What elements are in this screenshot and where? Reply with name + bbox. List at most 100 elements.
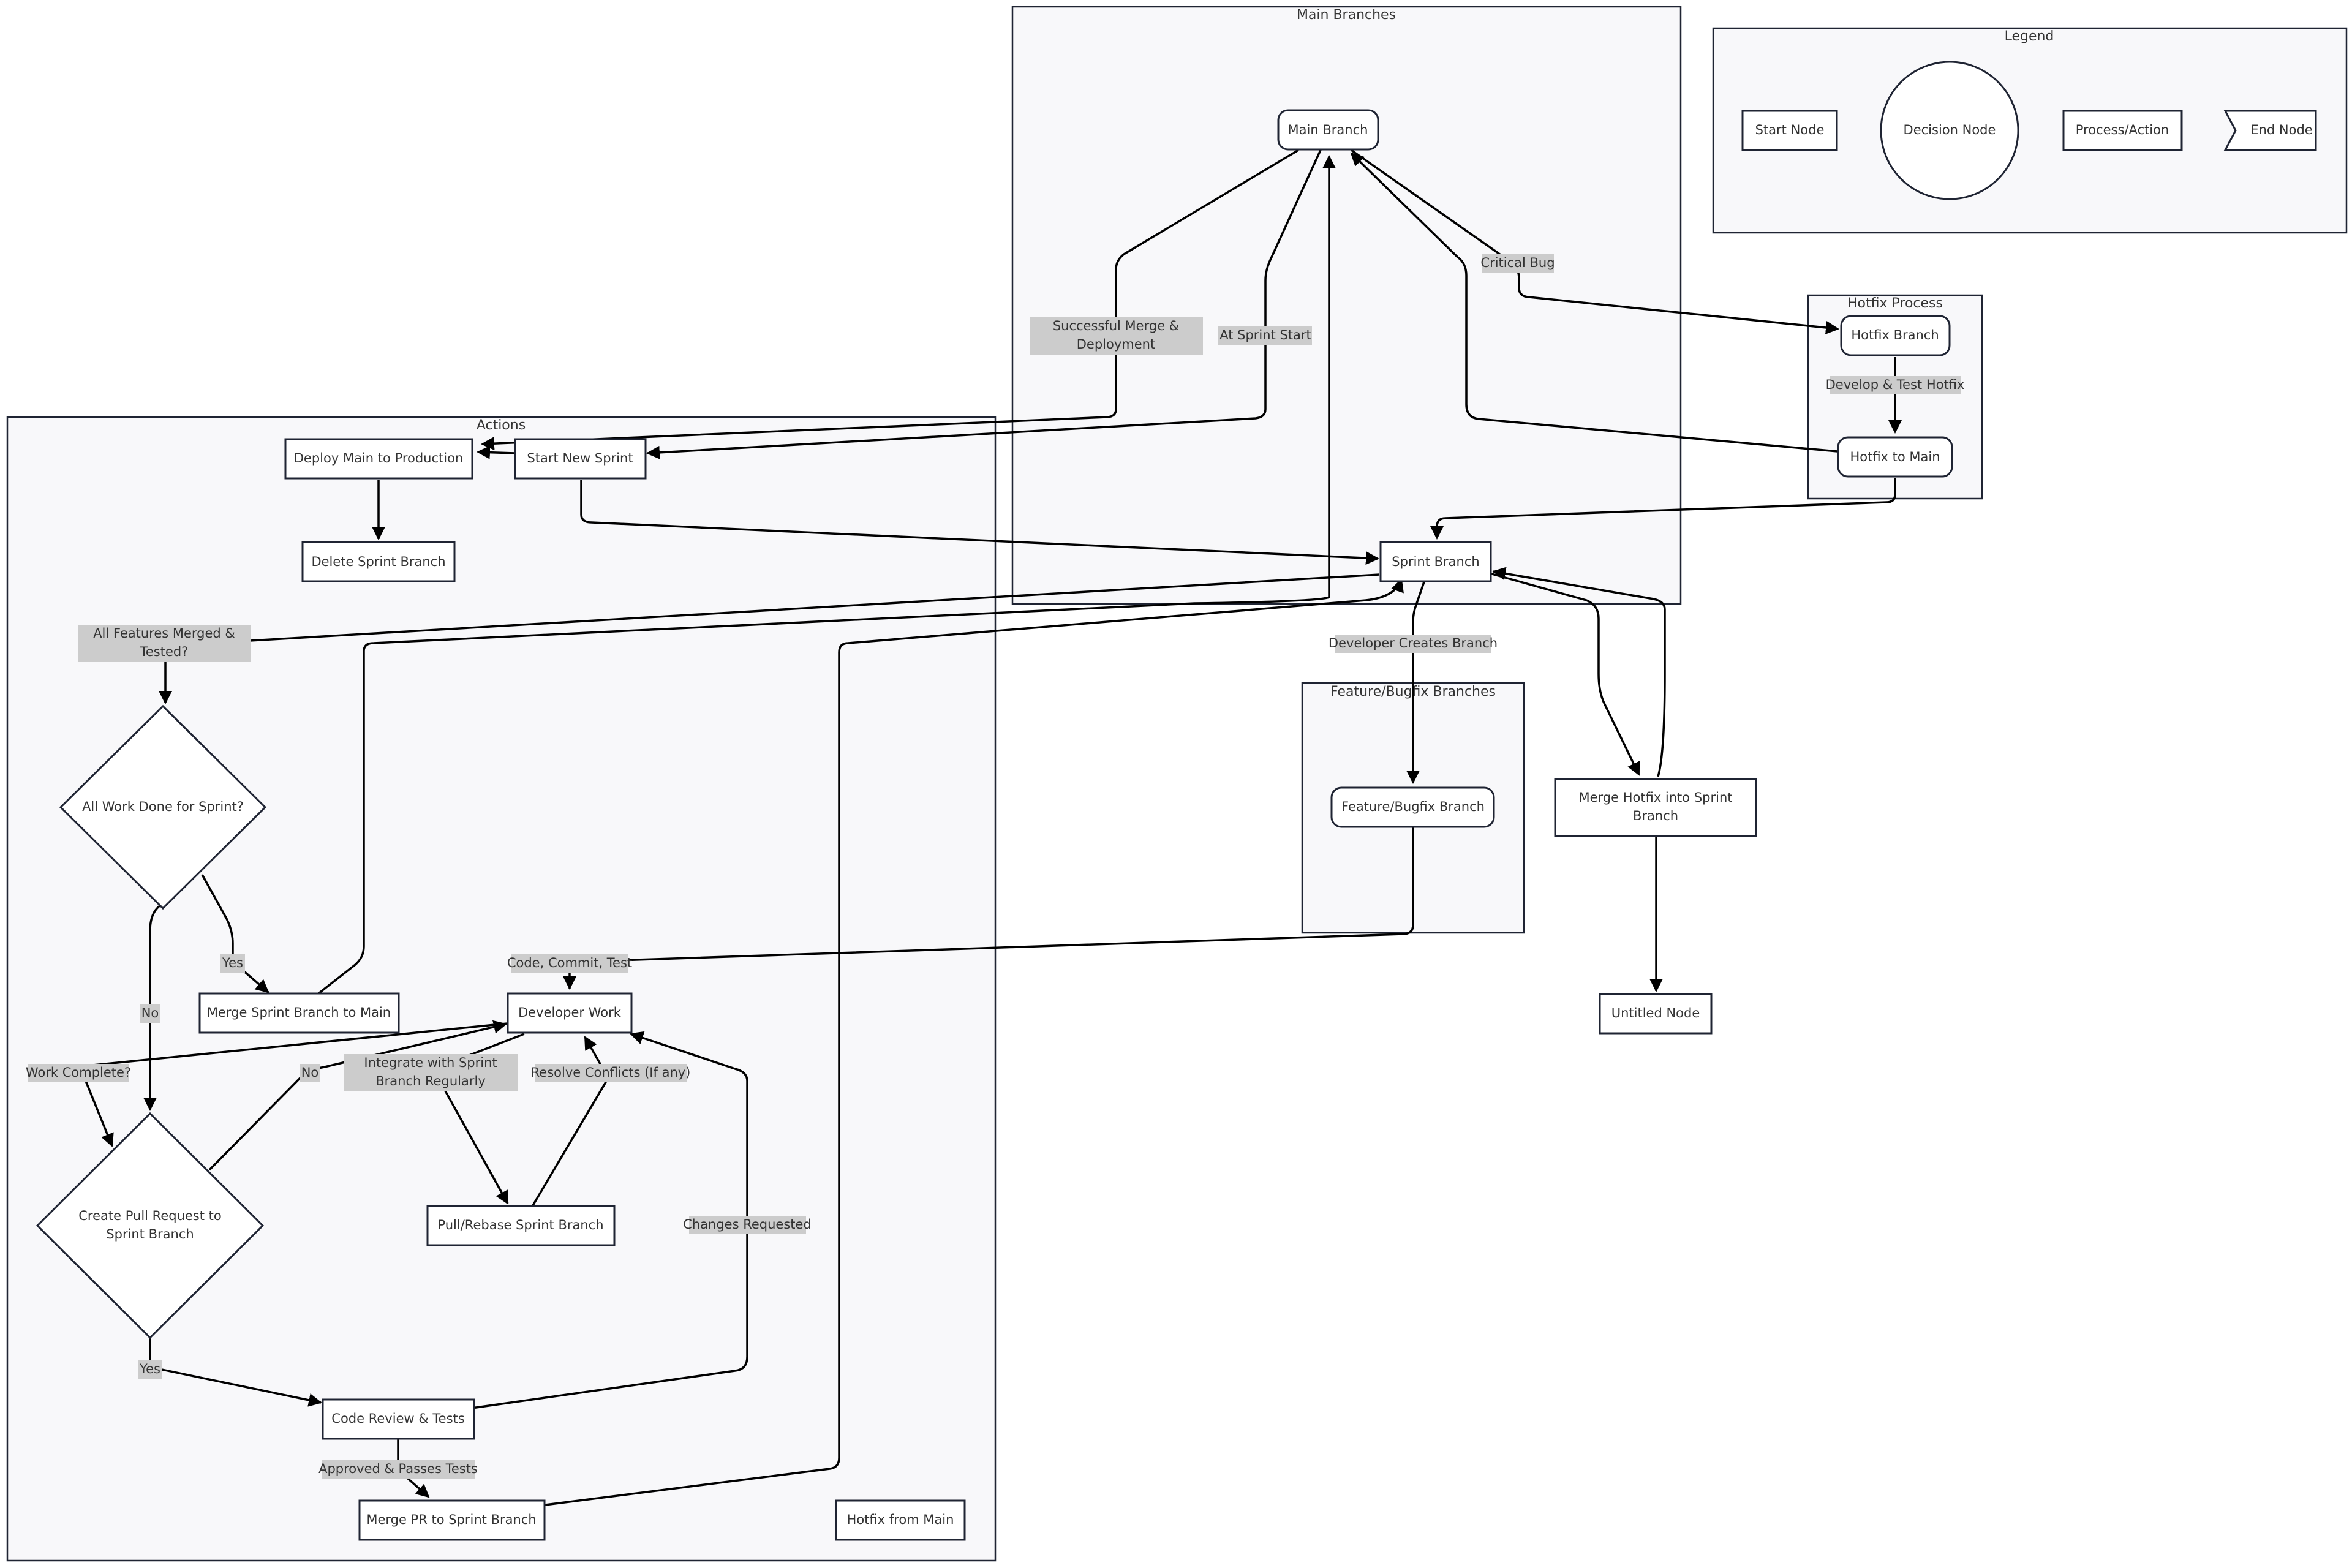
node-create-pull-request[interactable]: Create Pull Request to Sprint Branch (36, 1112, 265, 1340)
node-pull-rebase-label: Pull/Rebase Sprint Branch (437, 1218, 603, 1232)
node-merge-hotfix-into-sprint[interactable]: Merge Hotfix into Sprint Branch (1554, 778, 1757, 837)
node-sprint-branch-label: Sprint Branch (1392, 554, 1479, 569)
cluster-title-legend: Legend (2005, 29, 2054, 44)
node-feature-bugfix-branch[interactable]: Feature/Bugfix Branch (1330, 786, 1495, 828)
edge-label-develop-test-hotfix-text: Develop & Test Hotfix (1826, 377, 1965, 392)
node-pull-rebase[interactable]: Pull/Rebase Sprint Branch (426, 1205, 616, 1246)
edge-all-work-done-no (143, 904, 162, 1111)
edge-merge-pr-to-sprint (545, 578, 1404, 1506)
edge-label-all-features-merged: All Features Merged & Tested? (78, 625, 251, 662)
node-merge-sprint-label: Merge Sprint Branch to Main (207, 1005, 391, 1020)
node-hotfix-from-main-label: Hotfix from Main (847, 1512, 954, 1527)
edge-label-yes-1: Yes (221, 954, 245, 973)
node-sprint-branch[interactable]: Sprint Branch (1379, 541, 1492, 582)
edge-label-code-commit-test: Code, Commit, Test (507, 954, 632, 973)
edge-label-successful-merge-line1: Successful Merge & (1053, 318, 1179, 333)
node-code-review-label: Code Review & Tests (331, 1411, 464, 1426)
edge-sprint-to-feature-branch (1406, 581, 1425, 784)
edge-label-integrate: Integrate with Sprint Branch Regularly (344, 1054, 518, 1091)
edge-all-work-done-yes (201, 874, 270, 993)
cluster-title-actions: Actions (477, 418, 526, 433)
node-hotfix-branch-label: Hotfix Branch (1851, 328, 1939, 342)
node-create-pr-line2: Sprint Branch (106, 1227, 194, 1242)
edge-label-critical-bug: Critical Bug (1480, 254, 1555, 273)
legend-end-label: End Node (2250, 123, 2312, 137)
legend-process-label: Process/Action (2076, 123, 2169, 137)
node-create-pr-line1: Create Pull Request to (78, 1208, 221, 1223)
edge-label-yes-2: Yes (138, 1360, 162, 1379)
legend-decision-node: Decision Node (1880, 61, 2019, 200)
edge-label-all-features-line1: All Features Merged & (93, 626, 235, 641)
node-merge-hotfix-line1: Merge Hotfix into Sprint (1578, 790, 1732, 805)
node-hotfix-to-main[interactable]: Hotfix to Main (1837, 436, 1953, 478)
node-code-review[interactable]: Code Review & Tests (322, 1398, 475, 1440)
edge-label-critical-bug-text: Critical Bug (1480, 255, 1555, 270)
edge-merge-sprint-to-main (317, 155, 1336, 995)
node-merge-pr-label: Merge PR to Sprint Branch (366, 1512, 536, 1527)
node-merge-pr[interactable]: Merge PR to Sprint Branch (358, 1499, 546, 1541)
edge-start-sprint-to-deploy (477, 445, 516, 459)
node-developer-work[interactable]: Developer Work (507, 992, 633, 1034)
edge-label-no-2-text: No (301, 1065, 319, 1080)
cluster-title-hotfix-process: Hotfix Process (1847, 296, 1943, 311)
edge-label-resolve-conflicts: Resolve Conflicts (If any) (531, 1064, 691, 1082)
edge-label-integrate-line2: Branch Regularly (375, 1074, 486, 1088)
edge-label-no-2: No (300, 1064, 320, 1082)
edge-label-at-sprint-start-text: At Sprint Start (1219, 328, 1311, 342)
edge-label-yes-2-text: Yes (139, 1362, 160, 1376)
edge-label-resolve-conflicts-text: Resolve Conflicts (If any) (531, 1065, 691, 1080)
edge-labels: Successful Merge & Deployment At Sprint … (26, 254, 1964, 1479)
node-hotfix-branch[interactable]: Hotfix Branch (1840, 315, 1951, 356)
edge-label-approved-text: Approved & Passes Tests (318, 1461, 478, 1476)
node-hotfix-to-main-label: Hotfix to Main (1850, 450, 1940, 464)
edge-label-work-complete: Work Complete? (26, 1064, 131, 1082)
node-developer-work-label: Developer Work (518, 1005, 622, 1020)
node-all-work-done-label: All Work Done for Sprint? (82, 799, 244, 814)
edge-label-successful-merge-line2: Deployment (1077, 337, 1155, 352)
edge-hotfix-main-to-main (1350, 152, 1838, 453)
edge-label-developer-creates-branch: Developer Creates Branch (1329, 635, 1498, 653)
edge-sprint-to-merge-hotfix (1489, 572, 1640, 776)
node-hotfix-from-main[interactable]: Hotfix from Main (835, 1499, 966, 1541)
edge-label-develop-test-hotfix: Develop & Test Hotfix (1826, 376, 1965, 394)
edge-label-integrate-line1: Integrate with Sprint (364, 1055, 497, 1070)
node-feature-bugfix-label: Feature/Bugfix Branch (1341, 799, 1485, 814)
edge-start-sprint-to-sprint-branch (580, 480, 1379, 565)
edge-label-work-complete-text: Work Complete? (26, 1065, 131, 1080)
legend-decision-label: Decision Node (1904, 123, 1996, 137)
edge-label-all-features-line2: Tested? (140, 644, 189, 659)
legend-start-label: Start Node (1755, 123, 1825, 137)
node-merge-sprint-to-main[interactable]: Merge Sprint Branch to Main (198, 992, 400, 1034)
edge-label-code-commit-test-text: Code, Commit, Test (507, 956, 632, 970)
node-deploy-main[interactable]: Deploy Main to Production (284, 438, 473, 480)
edge-label-changes-requested-text: Changes Requested (683, 1217, 812, 1232)
edge-label-no-1-text: No (141, 1006, 159, 1020)
legend-end-node: End Node (2223, 110, 2317, 151)
node-all-work-done[interactable]: All Work Done for Sprint? (59, 704, 267, 910)
node-untitled[interactable]: Untitled Node (1599, 993, 1713, 1035)
cluster-actions: Actions (6, 416, 997, 1562)
node-untitled-label: Untitled Node (1611, 1006, 1700, 1020)
node-start-new-sprint[interactable]: Start New Sprint (514, 438, 647, 480)
node-delete-sprint-label: Delete Sprint Branch (311, 554, 445, 569)
edge-label-yes-1-text: Yes (222, 956, 243, 970)
edge-label-approved: Approved & Passes Tests (318, 1460, 478, 1479)
edge-label-at-sprint-start: At Sprint Start (1218, 326, 1312, 345)
node-merge-hotfix-line2: Branch (1633, 809, 1678, 823)
edge-label-developer-creates-branch-text: Developer Creates Branch (1329, 636, 1498, 650)
edge-label-successful-merge: Successful Merge & Deployment (1030, 317, 1203, 355)
node-start-new-sprint-label: Start New Sprint (527, 451, 633, 466)
edge-merge-hotfix-to-sprint (1492, 567, 1666, 777)
edge-hotfix-main-to-sprint (1430, 478, 1896, 540)
legend-start-node: Start Node (1741, 110, 1838, 151)
node-deploy-main-label: Deploy Main to Production (294, 451, 464, 466)
node-main-branch[interactable]: Main Branch (1277, 109, 1379, 151)
legend-process-node: Process/Action (2062, 110, 2183, 151)
edge-label-changes-requested: Changes Requested (683, 1216, 812, 1234)
cluster-main-branches: Main Branches (1011, 6, 1682, 605)
cluster-title-main-branches: Main Branches (1297, 7, 1396, 23)
edge-label-no-1: No (140, 1005, 160, 1023)
node-delete-sprint-branch[interactable]: Delete Sprint Branch (301, 541, 456, 582)
node-main-branch-label: Main Branch (1288, 123, 1368, 137)
